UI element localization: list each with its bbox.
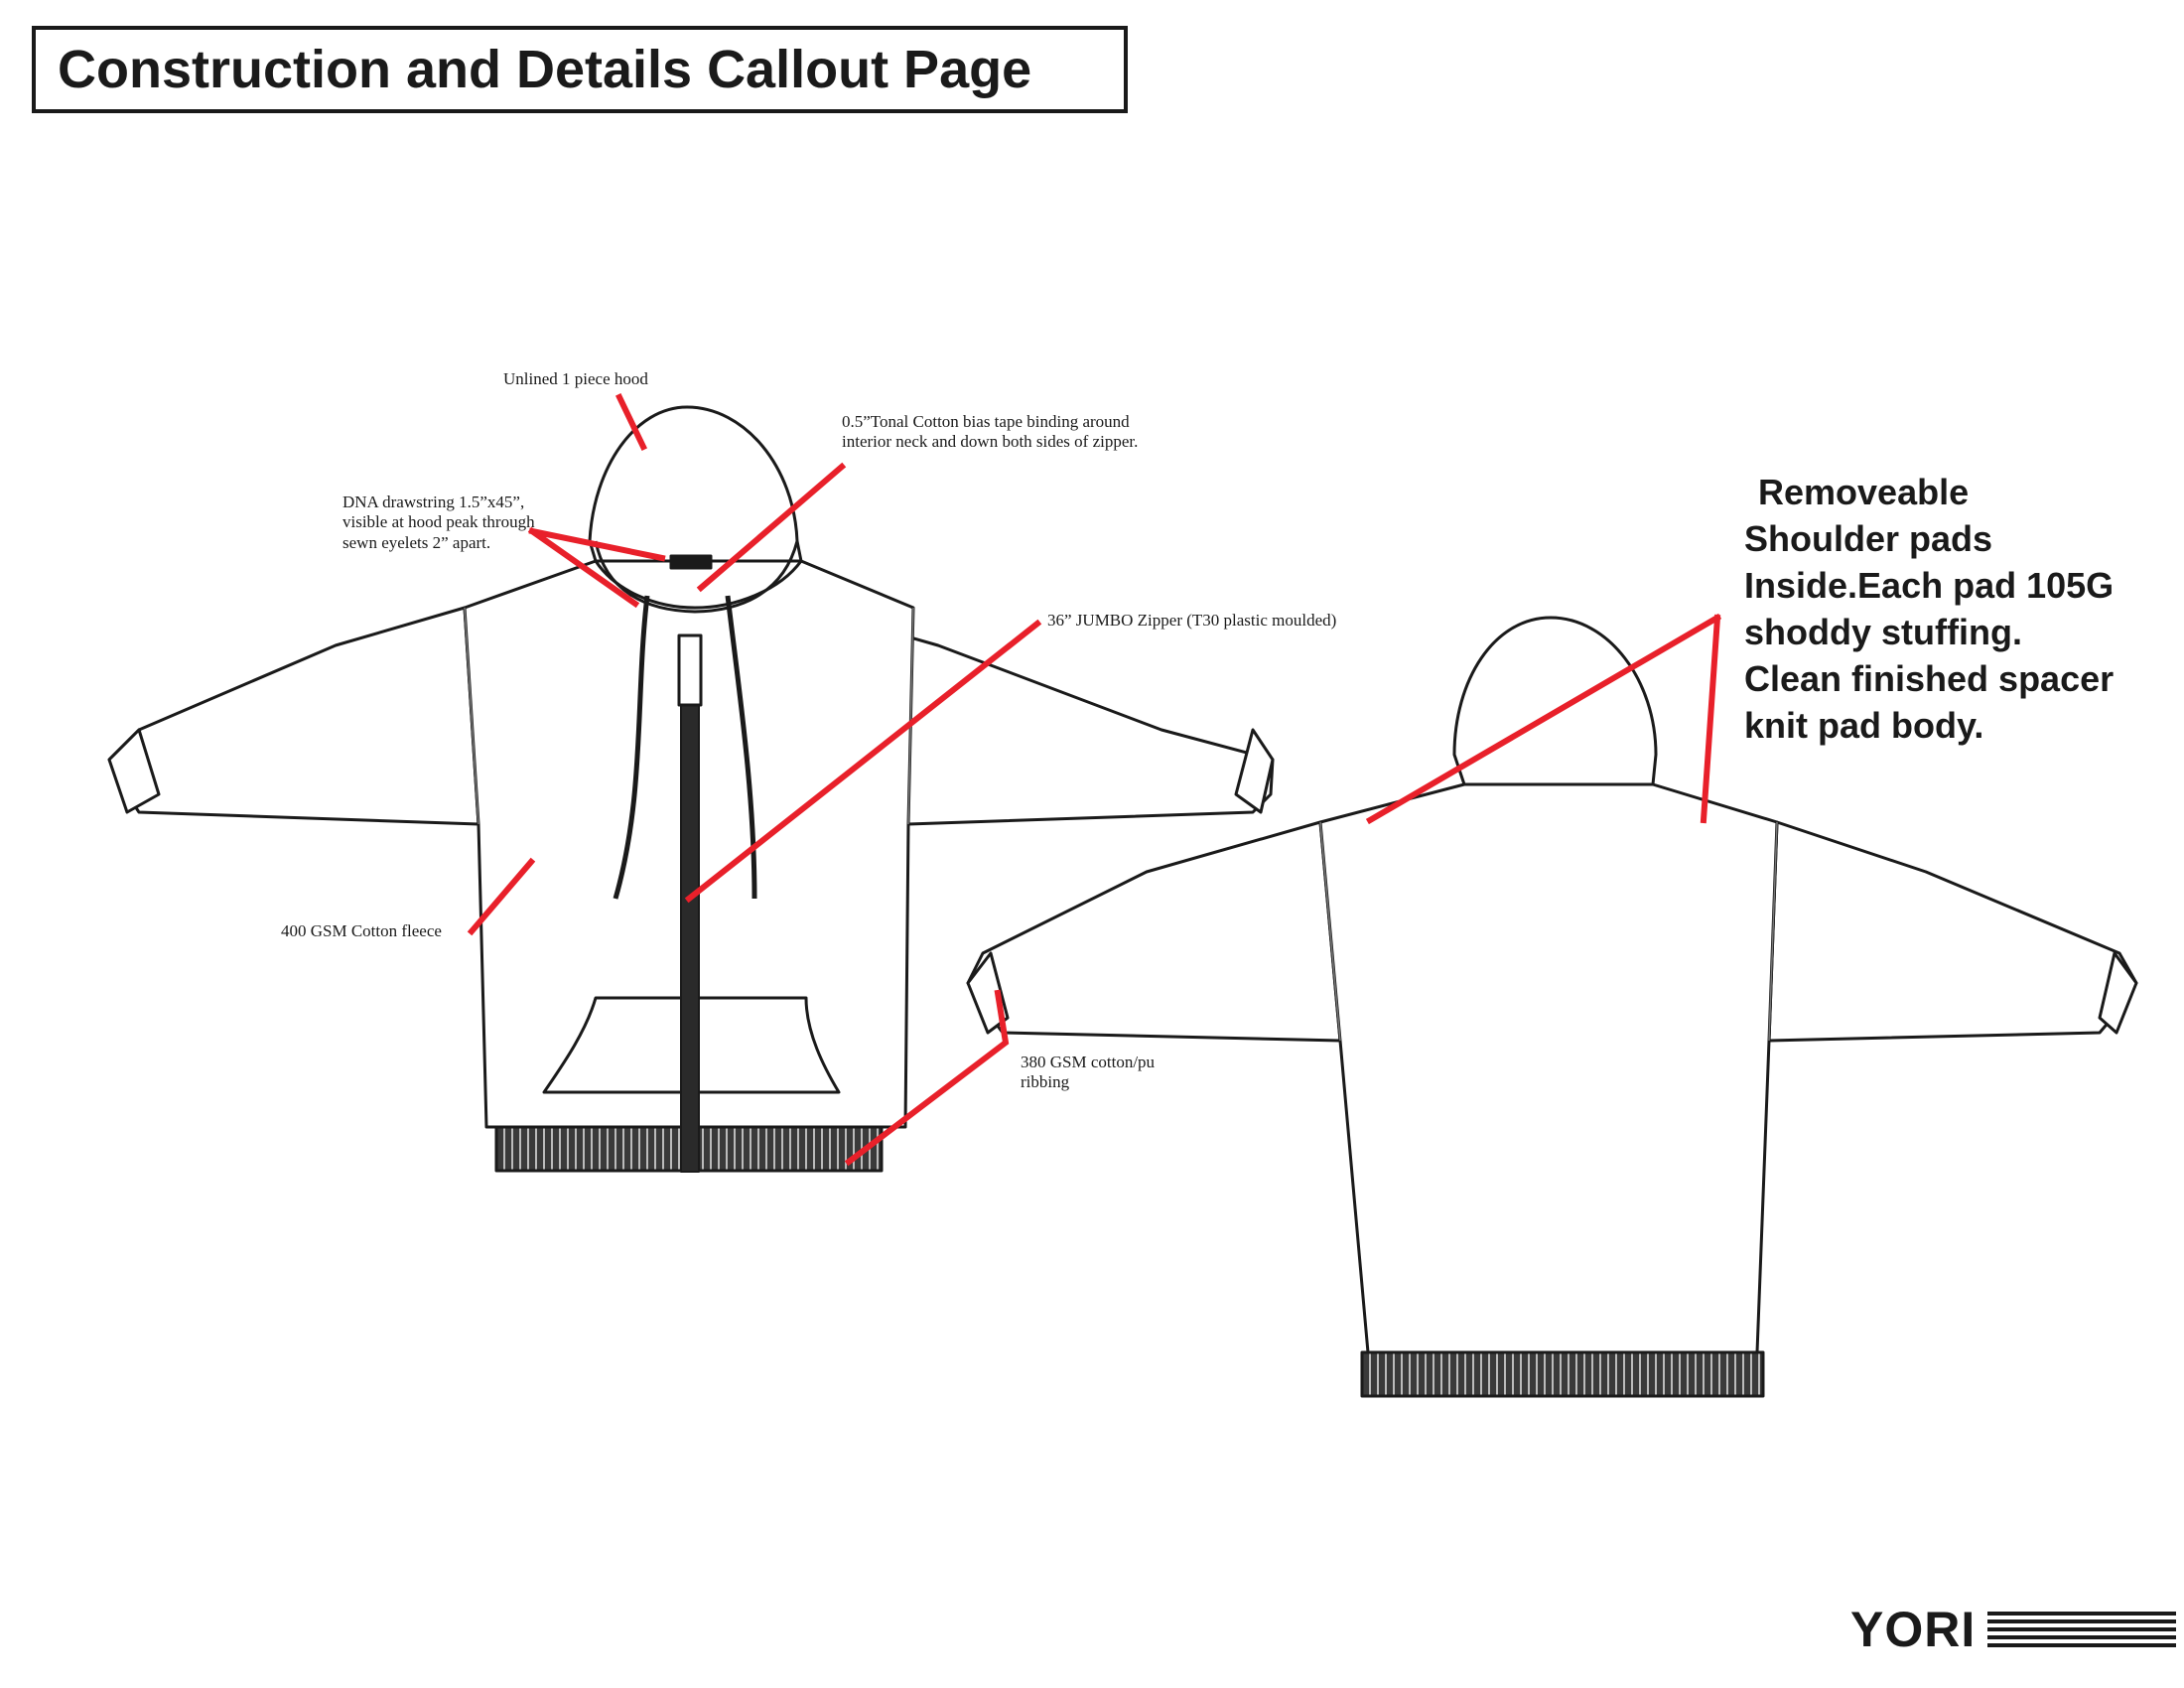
- front-left-cuff: [107, 728, 161, 814]
- callout-binding: 0.5”Tonal Cotton bias tape binding aroun…: [842, 412, 1138, 453]
- back-hood: [1452, 616, 1658, 786]
- front-left-sleeve: [107, 606, 480, 826]
- callout-drawstring-line2: visible at hood peak through: [342, 512, 535, 532]
- callout-ribbing: 380 GSM cotton/pu ribbing: [1021, 1053, 1155, 1093]
- callout-binding-line2: interior neck and down both sides of zip…: [842, 432, 1139, 452]
- back-waistband: [1360, 1350, 1765, 1398]
- callout-binding-line1: 0.5”Tonal Cotton bias tape binding aroun…: [842, 412, 1130, 431]
- front-right-sleeve: [804, 606, 1275, 826]
- back-hoodie: [966, 616, 2138, 1398]
- callout-hood: Unlined 1 piece hood: [503, 369, 648, 388]
- front-drawstring-left: [613, 595, 650, 900]
- shoulder-note-line5: Clean finished spacer: [1744, 658, 2115, 699]
- callout-lines: [467, 392, 1722, 1167]
- page-title-box: Construction and Details Callout Page: [32, 26, 1128, 113]
- leader-zipper: [684, 619, 1042, 904]
- page-title: Construction and Details Callout Page: [58, 40, 1032, 99]
- callout-ribbing-line2: ribbing: [1021, 1072, 1070, 1092]
- leader-drawstring: [527, 526, 666, 609]
- shoulder-note-line6: knit pad body.: [1744, 705, 1984, 746]
- shoulder-note-line3: Inside.Each pad 105G: [1744, 565, 2115, 606]
- callout-drawstring-line3: sewn eyelets 2” apart.: [342, 532, 491, 552]
- back-left-cuff: [966, 951, 1010, 1035]
- brand-logo-text: YORI: [1850, 1602, 1977, 1657]
- callout-drawstring: DNA drawstring 1.5”x45”, visible at hood…: [342, 492, 535, 553]
- shoulder-note-line1: Removeable: [1758, 472, 1970, 512]
- front-hood-opening: [594, 540, 799, 614]
- shoulder-note-line4: shoddy stuffing.: [1744, 612, 2022, 652]
- front-zipper: [680, 644, 700, 1173]
- back-left-sleeve: [966, 820, 1342, 1043]
- leader-fleece: [467, 857, 536, 936]
- back-body: [1318, 782, 1779, 1354]
- leader-ribbing: [844, 989, 1010, 1167]
- brand-logo-stripes-icon: [1987, 1612, 2177, 1647]
- callout-drawstring-line1: DNA drawstring 1.5”x45”,: [342, 492, 525, 511]
- brand-logo: YORI: [1850, 1601, 2177, 1658]
- back-right-cuff: [2098, 951, 2138, 1035]
- front-hoodie: [107, 405, 1275, 1173]
- callout-ribbing-line1: 380 GSM cotton/pu: [1021, 1053, 1156, 1071]
- front-right-cuff: [1234, 728, 1275, 814]
- callout-zipper: 36” JUMBO Zipper (T30 plastic moulded): [1047, 611, 1337, 630]
- front-hood: [588, 405, 803, 563]
- leader-shoulder: [1365, 613, 1722, 825]
- leader-binding: [696, 462, 847, 593]
- shoulder-pad-note: Removeable Shoulder pads Inside.Each pad…: [1744, 469, 2114, 749]
- front-neck-label: [669, 554, 713, 570]
- back-right-sleeve: [1767, 820, 2138, 1043]
- front-zipper-pull: [677, 633, 703, 707]
- callout-fleece: 400 GSM Cotton fleece: [281, 921, 442, 940]
- front-drawstring-right: [725, 595, 757, 900]
- shoulder-note-line2: Shoulder pads: [1744, 518, 1993, 559]
- leader-hood: [614, 392, 648, 452]
